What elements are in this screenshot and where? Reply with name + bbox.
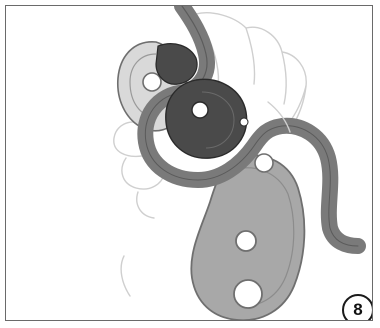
illustration-frame: 8 xyxy=(5,5,373,321)
step-number-badge: 8 xyxy=(342,294,373,321)
belay-device-illustration xyxy=(6,6,373,321)
cam xyxy=(166,79,248,158)
